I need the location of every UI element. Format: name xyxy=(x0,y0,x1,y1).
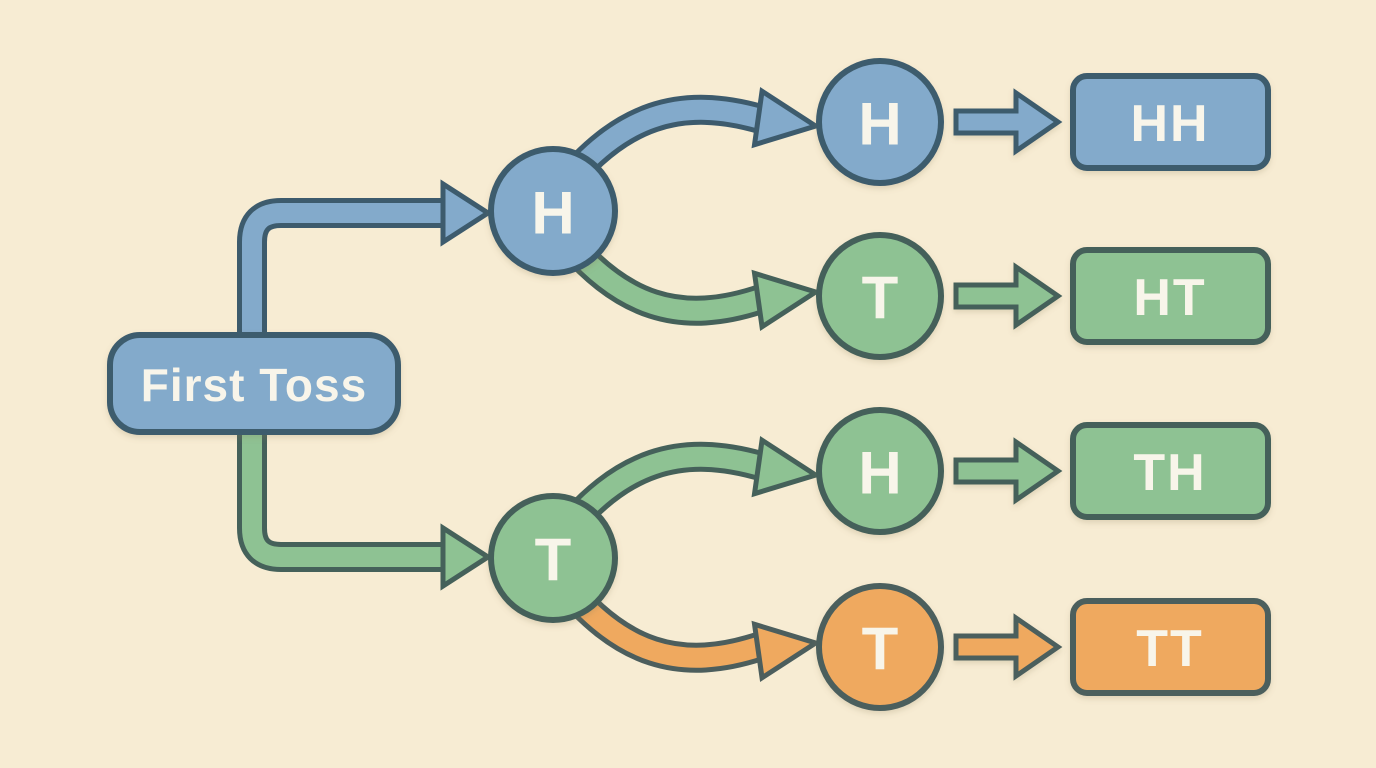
arrow-head-h-to-hh-icon xyxy=(751,86,822,149)
node-toss2-h-after-t-circle xyxy=(816,407,944,535)
connector-root-to-h-band xyxy=(242,203,444,400)
node-toss1-h: H xyxy=(488,146,618,276)
node-toss2-h-after-h-label: H xyxy=(858,91,901,158)
connector-root-to-h xyxy=(237,179,493,400)
arrow-head-root-to-h-icon xyxy=(440,179,493,247)
arrow-head-t-to-tt-icon xyxy=(751,620,822,683)
node-toss2-t-after-h-circle xyxy=(816,232,944,360)
node-toss1-h-circle xyxy=(488,146,618,276)
outcome-tt-box xyxy=(1070,598,1271,696)
outcome-th: TH xyxy=(1070,422,1271,520)
outcome-hh-label: HH xyxy=(1130,95,1209,153)
outcome-ht: HT xyxy=(1070,247,1271,345)
node-toss2-h-after-h-circle xyxy=(816,58,944,186)
node-toss1-t-circle xyxy=(488,493,618,623)
outcome-ht-box xyxy=(1070,247,1271,345)
arrow-to-outcome-hh-icon xyxy=(953,88,1063,156)
arrow-head-root-to-t-icon xyxy=(440,523,493,591)
node-toss2-t-after-h: T xyxy=(816,232,944,360)
arrow-head-t-to-th-icon xyxy=(751,435,822,498)
node-toss1-h-label: H xyxy=(531,180,574,247)
node-first-toss-box xyxy=(107,332,401,435)
outcome-th-box xyxy=(1070,422,1271,520)
node-toss2-h-after-h: H xyxy=(816,58,944,186)
outcome-th-label: TH xyxy=(1133,444,1206,502)
connector-root-to-t-band xyxy=(242,400,444,567)
connector-root-to-t xyxy=(237,400,493,591)
outcome-hh: HH xyxy=(1070,73,1271,171)
node-toss1-t-label: T xyxy=(535,527,572,594)
node-toss2-t-after-t-label: T xyxy=(862,616,899,683)
arrow-head-h-to-ht-icon xyxy=(751,269,822,332)
outcome-hh-box xyxy=(1070,73,1271,171)
outcome-tt-label: TT xyxy=(1136,620,1204,678)
outcome-tt: TT xyxy=(1070,598,1271,696)
outcome-ht-label: HT xyxy=(1133,269,1206,327)
node-toss2-h-after-t: H xyxy=(816,407,944,535)
arrow-to-outcome-th-icon xyxy=(953,437,1063,505)
node-toss2-t-after-t-circle xyxy=(816,583,944,711)
arrow-to-outcome-tt-icon xyxy=(953,613,1063,681)
node-first-toss: First Toss xyxy=(107,332,401,435)
node-toss2-t-after-t: T xyxy=(816,583,944,711)
node-first-toss-label: First Toss xyxy=(141,359,367,411)
node-toss1-t: T xyxy=(488,493,618,623)
node-toss2-t-after-h-label: T xyxy=(862,265,899,332)
node-toss2-h-after-t-label: H xyxy=(858,440,901,507)
arrow-to-outcome-ht-icon xyxy=(953,262,1063,330)
